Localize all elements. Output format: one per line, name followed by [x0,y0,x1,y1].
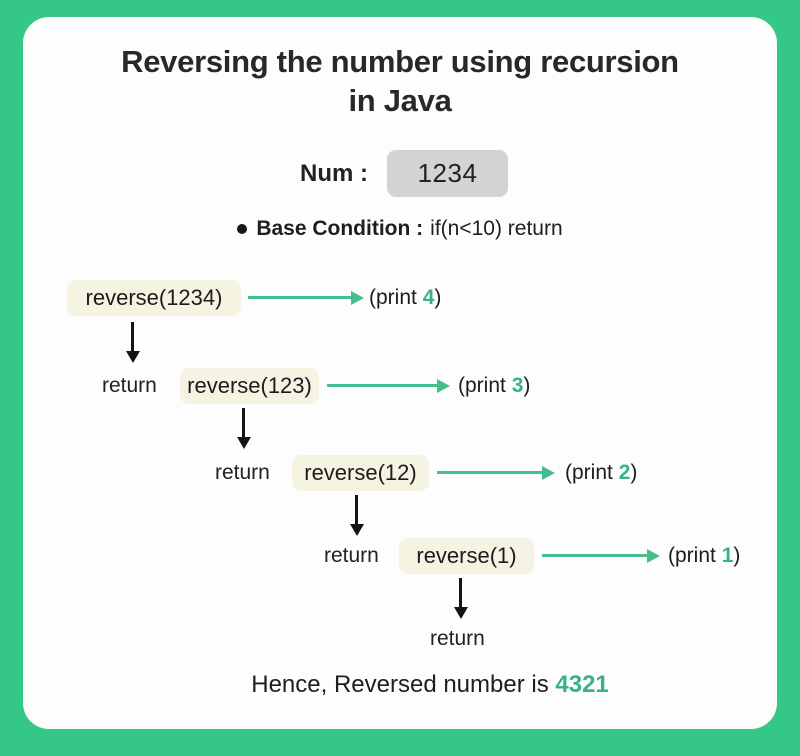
conclusion-result: 4321 [555,671,609,698]
right-arrow-icon [542,548,660,563]
call-box-reverse-1: reverse(1) [399,538,534,574]
down-arrow-icon [236,408,251,449]
num-value: 1234 [417,158,478,188]
print-open: (print [668,544,722,567]
print-open: (print [369,286,423,309]
down-arrow-icon [453,578,468,619]
print-label-3: (print 2) [565,458,637,488]
print-open: (print [458,374,512,397]
print-open: (print [565,461,619,484]
num-value-box: 1234 [387,150,508,197]
print-digit: 4 [422,286,435,309]
print-close: ) [523,374,531,397]
card [23,17,777,729]
call-box-reverse-1234: reverse(1234) [67,280,241,316]
right-arrow-icon [437,465,555,480]
title-line-2: in Java [348,83,452,118]
right-arrow-icon [327,378,450,393]
num-label: Num : [300,160,368,187]
base-condition-text: if(n<10) return [430,217,563,240]
down-arrow-icon [125,322,140,363]
print-label-2: (print 3) [458,371,530,401]
call-box-reverse-123: reverse(123) [180,368,319,404]
print-digit: 3 [511,374,524,397]
title-line-1: Reversing the number using recursion [121,44,679,79]
return-label-4: return [324,544,379,567]
final-return-label: return [430,627,485,650]
call-box-reverse-12: reverse(12) [292,455,429,491]
down-arrow-icon [349,495,364,536]
return-label-2: return [102,374,157,397]
print-label-4: (print 1) [668,541,740,571]
page-title: Reversing the number using recursion in … [0,42,800,120]
base-condition-row: Base Condition : if(n<10) return [0,217,800,241]
return-label-3: return [215,461,270,484]
print-label-1: (print 4) [369,283,441,313]
print-close: ) [630,461,638,484]
base-condition-label: Base Condition : [256,217,424,240]
print-digit: 1 [721,544,734,567]
right-arrow-icon [248,290,364,305]
conclusion-text: Hence, Reversed number is [251,671,556,698]
print-close: ) [434,286,442,309]
print-digit: 2 [618,461,631,484]
conclusion-line: Hence, Reversed number is 4321 [0,671,800,699]
bullet-icon [237,224,248,234]
print-close: ) [733,544,741,567]
